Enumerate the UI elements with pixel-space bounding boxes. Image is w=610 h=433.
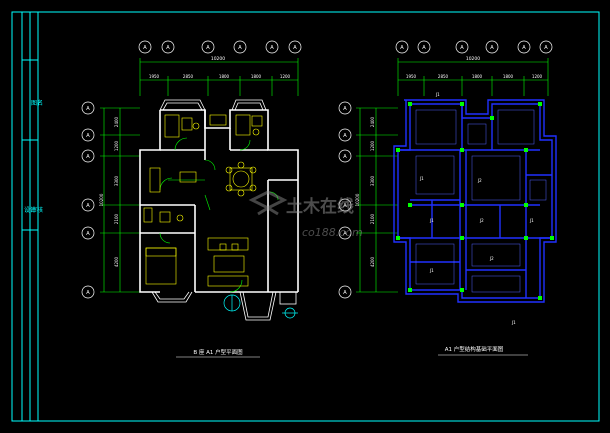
left-grid-bubble-label: A (86, 203, 90, 209)
right-side-dim-total: 10200 (355, 193, 360, 206)
left-side-dim-3: 3300 (114, 175, 119, 186)
title-block-text-3: 审核 (31, 206, 43, 214)
title-block: 图名 设计 审核 (24, 99, 43, 214)
right-plan-title: A1 户型结构基础平面图 (445, 345, 504, 353)
left-top-grid-bubbles (138, 40, 302, 54)
left-side-dim-5: 4200 (114, 256, 119, 267)
left-plan-furniture (143, 114, 263, 287)
right-side-grid-bubbles (338, 101, 352, 299)
drawing-frame (11, 11, 600, 422)
left-grid-bubble-label: A (293, 45, 297, 51)
right-side-dim-1: 2400 (370, 116, 375, 127)
left-grid-bubble-label: A (86, 154, 90, 160)
left-side-dim-1: 2400 (114, 116, 119, 127)
right-grid-bubble-label: A (343, 203, 347, 209)
right-dim-seg-2: 2850 (438, 74, 449, 79)
watermark: 土木在线 co188.com (248, 190, 363, 239)
right-dim-total: 10200 (466, 56, 480, 62)
right-side-dim-5: 4200 (370, 256, 375, 267)
left-floor-plan: 10200 1950 2850 1800 1800 1200 A A A A A… (81, 40, 302, 358)
left-side-dim-total: 10200 (99, 193, 104, 206)
left-grid-bubble-label: A (86, 290, 90, 296)
foundation-columns (396, 102, 554, 300)
left-side-dimensions (100, 107, 140, 293)
left-plan-doors (159, 137, 279, 293)
footing-label: J1 (419, 176, 424, 181)
right-side-dim-3: 3300 (370, 175, 375, 186)
right-dim-seg-3: 1800 (472, 74, 483, 79)
left-grid-bubble-label: A (206, 45, 210, 51)
right-dim-seg-4: 1800 (503, 74, 514, 79)
footing-label: J2 (477, 178, 482, 183)
left-plan-walls (139, 109, 299, 293)
right-side-dimensions (356, 107, 398, 293)
watermark-sub-text: co188.com (302, 226, 363, 239)
right-grid-bubble-label: A (343, 231, 347, 237)
footing-label: J2 (479, 218, 484, 223)
right-grid-bubble-label: A (422, 45, 426, 51)
left-dim-seg-2: 2850 (183, 74, 194, 79)
right-side-dim-4: 2100 (370, 213, 375, 224)
left-grid-bubble-label: A (143, 45, 147, 51)
right-grid-bubble-label: A (343, 133, 347, 139)
footing-label: J1 (429, 268, 434, 273)
left-dim-seg-5: 1200 (280, 74, 291, 79)
left-plan-symbols (223, 294, 298, 319)
left-dim-seg-3: 1800 (219, 74, 230, 79)
right-grid-bubble-label: A (490, 45, 494, 51)
left-grid-bubble-label: A (86, 231, 90, 237)
title-block-text-2: 设计 (24, 206, 36, 214)
footing-label: J2 (489, 256, 494, 261)
left-dim-total: 10200 (211, 56, 225, 62)
left-grid-bubble-label: A (238, 45, 242, 51)
left-grid-bubble-label: A (166, 45, 170, 51)
watermark-logo-icon (248, 190, 288, 216)
right-grid-bubble-label: A (460, 45, 464, 51)
left-side-grid-bubbles (81, 101, 95, 299)
right-foundation-plan: 10200 1950 2850 1800 1800 1200 A A A A A… (338, 40, 557, 356)
footing-label: J1 (511, 320, 516, 325)
footing-label: J1 (529, 218, 534, 223)
left-dim-seg-4: 1800 (251, 74, 262, 79)
right-grid-bubble-label: A (400, 45, 404, 51)
footing-label: J1 (429, 218, 434, 223)
left-grid-bubble-label: A (86, 133, 90, 139)
left-grid-bubble-label: A (86, 106, 90, 112)
right-grid-bubble-label: A (343, 154, 347, 160)
right-grid-bubble-label: A (544, 45, 548, 51)
watermark-main-text: 土木在线 (286, 196, 354, 217)
footing-label: J1 (435, 92, 440, 97)
left-side-dim-2: 1200 (114, 140, 119, 151)
right-grid-bubble-label: A (343, 106, 347, 112)
left-grid-bubble-label: A (270, 45, 274, 51)
left-top-dimensions (139, 58, 299, 96)
left-plan-title: B 座 A1 户型平面图 (193, 348, 243, 356)
right-grid-bubble-label: A (522, 45, 526, 51)
foundation-inner-lines (415, 109, 547, 293)
left-plan-bay-windows (151, 99, 297, 321)
left-dim-seg-1: 1950 (149, 74, 160, 79)
right-dim-seg-1: 1950 (406, 74, 417, 79)
right-grid-bubble-label: A (343, 290, 347, 296)
left-side-dim-4: 2100 (114, 213, 119, 224)
right-dim-seg-5: 1200 (532, 74, 543, 79)
foundation-strip-footings (393, 99, 557, 303)
right-side-dim-2: 1200 (370, 140, 375, 151)
right-top-dimensions (397, 58, 549, 96)
title-block-text-1: 图名 (31, 99, 43, 107)
right-top-grid-bubbles (395, 40, 553, 54)
